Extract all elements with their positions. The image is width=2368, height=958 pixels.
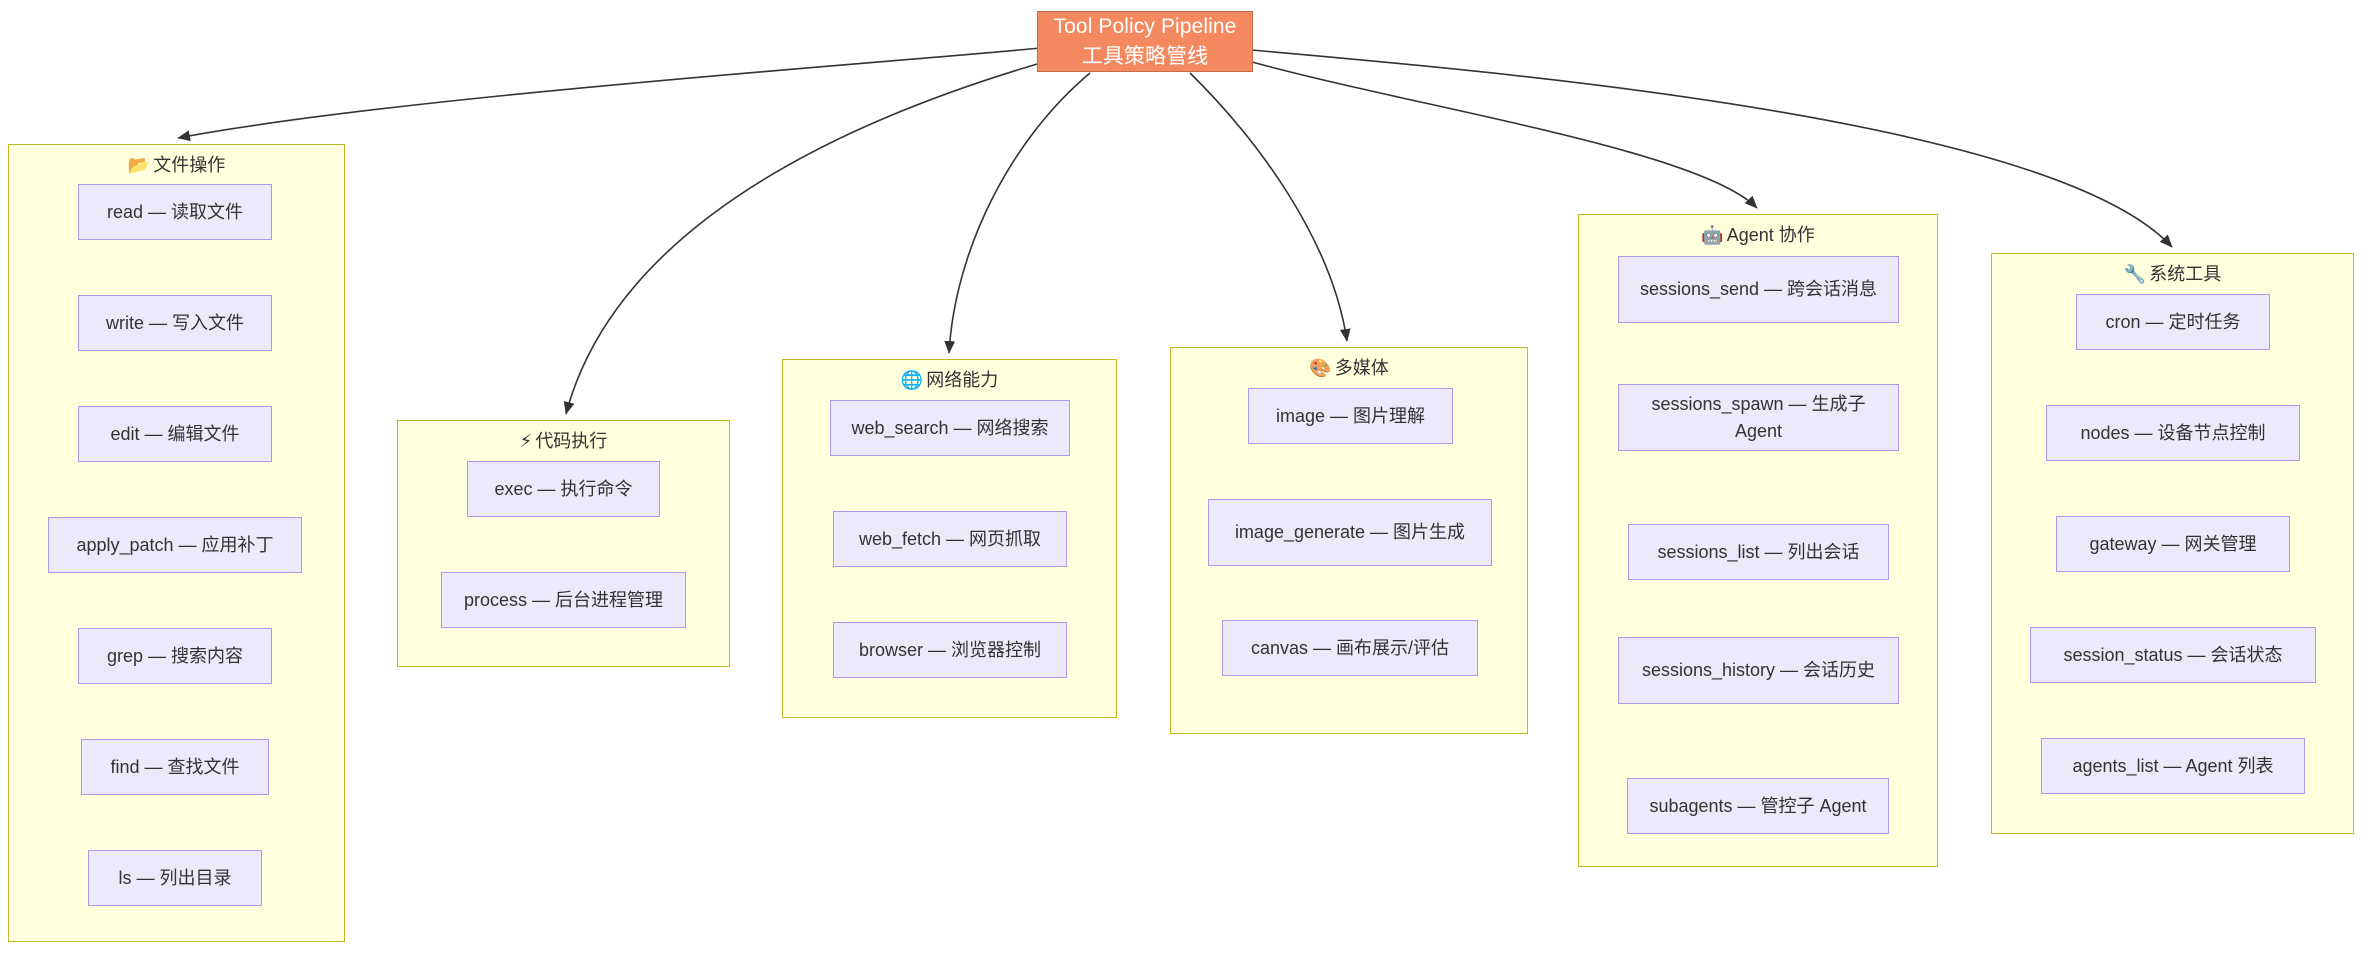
tool-node[interactable]: ls — 列出目录 bbox=[88, 850, 262, 906]
tool-node-label: agents_list — Agent 列表 bbox=[2072, 755, 2274, 776]
tool-node-label: subagents — 管控子 Agent bbox=[1649, 795, 1867, 816]
tool-node[interactable]: sessions_send — 跨会话消息 bbox=[1618, 256, 1899, 323]
cluster-title-label: 系统工具 bbox=[2149, 264, 2222, 284]
tool-node-label: write — 写入文件 bbox=[105, 312, 244, 333]
edge-root-to-network bbox=[944, 72, 1091, 354]
tool-node-label: session_status — 会话状态 bbox=[2063, 644, 2283, 665]
folder-icon: 📂 bbox=[127, 155, 151, 176]
cluster-title-agent-collab: 🤖Agent 协作 bbox=[1579, 224, 1937, 247]
tool-node[interactable]: apply_patch — 应用补丁 bbox=[48, 517, 302, 573]
tool-node-label: image_generate — 图片生成 bbox=[1234, 522, 1466, 543]
tool-node[interactable]: cron — 定时任务 bbox=[2076, 294, 2270, 350]
tool-node[interactable]: find — 查找文件 bbox=[81, 739, 269, 795]
cluster-title-label: 代码执行 bbox=[535, 431, 608, 451]
cluster-code-exec[interactable]: ⚡代码执行 bbox=[397, 420, 730, 667]
tool-node-label: process — 后台进程管理 bbox=[463, 589, 664, 610]
tool-node[interactable]: process — 后台进程管理 bbox=[441, 572, 686, 628]
tool-node-label: apply_patch — 应用补丁 bbox=[76, 534, 274, 555]
cluster-title-multimedia: 🎨多媒体 bbox=[1171, 357, 1527, 380]
globe-icon: 🌐 bbox=[900, 370, 924, 391]
tool-node-label: edit — 编辑文件 bbox=[110, 423, 240, 444]
tool-node[interactable]: web_search — 网络搜索 bbox=[830, 400, 1070, 456]
tool-node[interactable]: write — 写入文件 bbox=[78, 295, 272, 351]
edge-root-to-multimedia bbox=[1189, 72, 1351, 342]
tool-node-label: ls — 列出目录 bbox=[118, 867, 232, 888]
root-node-label-en: Tool Policy Pipeline bbox=[1053, 14, 1237, 38]
tool-node[interactable]: exec — 执行命令 bbox=[467, 461, 660, 517]
cluster-title-network: 🌐网络能力 bbox=[783, 369, 1116, 392]
edge-root-to-file-ops bbox=[177, 47, 1041, 142]
tool-node[interactable]: sessions_spawn — 生成子 Agent bbox=[1618, 384, 1899, 451]
cluster-title-label: Agent 协作 bbox=[1726, 225, 1815, 245]
tool-node-label: cron — 定时任务 bbox=[2105, 311, 2241, 332]
tool-node-label: sessions_history — 会话历史 bbox=[1641, 660, 1876, 681]
palette-icon: 🎨 bbox=[1309, 358, 1332, 379]
edge-root-to-agent-collab bbox=[1251, 61, 1758, 209]
tool-node-label: read — 读取文件 bbox=[106, 201, 244, 222]
tool-node-label: grep — 搜索内容 bbox=[106, 645, 244, 666]
tool-node-label: sessions_spawn — 生成子 Agent bbox=[1651, 394, 1866, 441]
tool-node-label: nodes — 设备节点控制 bbox=[2080, 422, 2266, 443]
tool-node[interactable]: sessions_list — 列出会话 bbox=[1628, 524, 1889, 580]
cluster-title-label: 网络能力 bbox=[926, 370, 999, 390]
tool-node-label: browser — 浏览器控制 bbox=[858, 639, 1042, 660]
tool-node[interactable]: agents_list — Agent 列表 bbox=[2041, 738, 2305, 794]
tool-node[interactable]: read — 读取文件 bbox=[78, 184, 272, 240]
tool-node[interactable]: image_generate — 图片生成 bbox=[1208, 499, 1492, 566]
tool-node-label: find — 查找文件 bbox=[110, 756, 240, 777]
tool-node[interactable]: image — 图片理解 bbox=[1248, 388, 1453, 444]
cluster-title-system-tools: 🔧系统工具 bbox=[1992, 263, 2353, 286]
tool-node[interactable]: web_fetch — 网页抓取 bbox=[833, 511, 1067, 567]
tool-node-label: web_search — 网络搜索 bbox=[851, 417, 1049, 438]
tool-node-label: exec — 执行命令 bbox=[494, 478, 633, 499]
cluster-title-code-exec: ⚡代码执行 bbox=[398, 430, 729, 453]
tool-node[interactable]: gateway — 网关管理 bbox=[2056, 516, 2290, 572]
tool-node-label: canvas — 画布展示/评估 bbox=[1250, 637, 1450, 658]
tool-node-label: sessions_send — 跨会话消息 bbox=[1639, 279, 1878, 300]
root-node-label-zh: 工具策略管线 bbox=[1081, 44, 1209, 68]
tool-node[interactable]: nodes — 设备节点控制 bbox=[2046, 405, 2300, 461]
root-node-tool-policy-pipeline[interactable]: Tool Policy Pipeline 工具策略管线 bbox=[1037, 11, 1253, 72]
tool-node-label: sessions_list — 列出会话 bbox=[1657, 541, 1860, 562]
cluster-title-file-ops: 📂文件操作 bbox=[9, 154, 344, 177]
cluster-title-label: 文件操作 bbox=[153, 155, 226, 175]
tool-node[interactable]: edit — 编辑文件 bbox=[78, 406, 272, 462]
wrench-icon: 🔧 bbox=[2123, 264, 2147, 285]
tool-node[interactable]: canvas — 画布展示/评估 bbox=[1222, 620, 1478, 676]
tool-node[interactable]: sessions_history — 会话历史 bbox=[1618, 637, 1899, 704]
cluster-title-label: 多媒体 bbox=[1334, 358, 1389, 378]
robot-icon: 🤖 bbox=[1701, 225, 1724, 246]
tool-node-label: gateway — 网关管理 bbox=[2089, 533, 2257, 554]
tool-node[interactable]: subagents — 管控子 Agent bbox=[1627, 778, 1889, 834]
tool-node[interactable]: grep — 搜索内容 bbox=[78, 628, 272, 684]
tool-node[interactable]: browser — 浏览器控制 bbox=[833, 622, 1067, 678]
tool-node-label: web_fetch — 网页抓取 bbox=[858, 528, 1042, 549]
lightning-icon: ⚡ bbox=[519, 431, 533, 452]
tool-node-label: image — 图片理解 bbox=[1275, 405, 1426, 426]
tool-node[interactable]: session_status — 会话状态 bbox=[2030, 627, 2316, 683]
